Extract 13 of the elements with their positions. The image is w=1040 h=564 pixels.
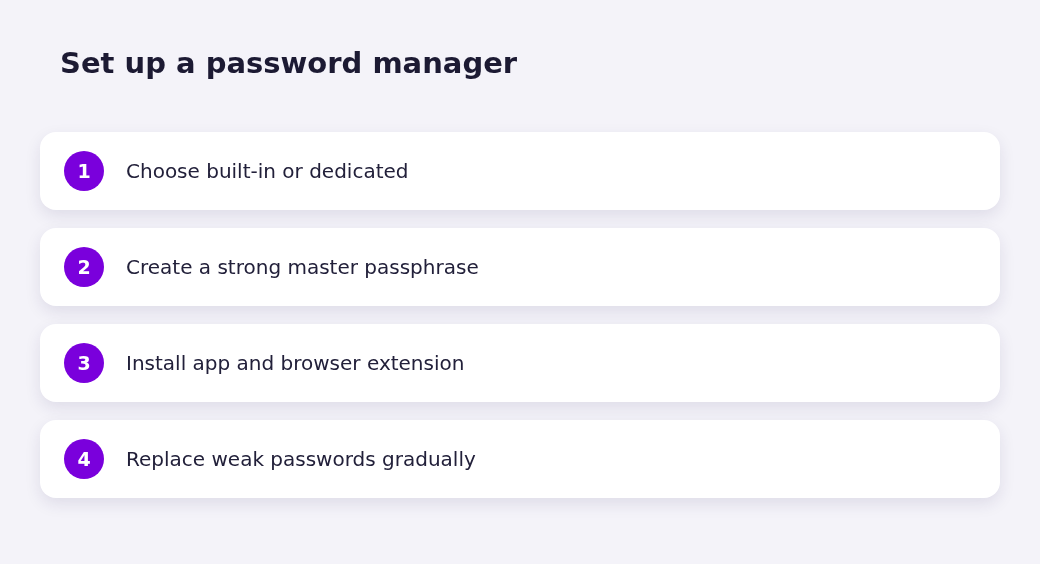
step-number: 1	[64, 151, 104, 191]
step-number: 2	[64, 247, 104, 287]
title: Set up a password manager	[60, 46, 518, 80]
step-number: 3	[64, 343, 104, 383]
step-number: 4	[64, 439, 104, 479]
step-label: Choose built-in or dedicated	[126, 158, 409, 185]
step-card	[40, 132, 1000, 210]
step-card	[40, 324, 1000, 402]
step-label: Create a strong master passphrase	[126, 254, 479, 281]
step-label: Install app and browser extension	[126, 350, 465, 377]
step-card	[40, 228, 1000, 306]
step-card	[40, 420, 1000, 498]
step-label: Replace weak passwords gradually	[126, 446, 476, 473]
